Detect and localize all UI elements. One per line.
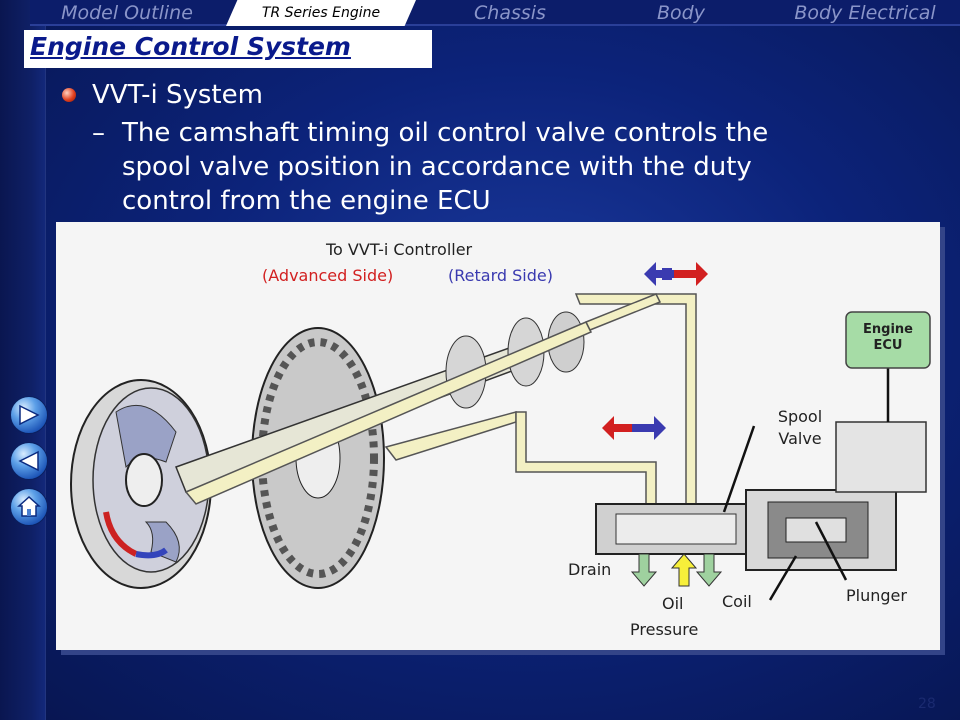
home-button[interactable] [10, 488, 48, 526]
vvti-diagram: To VVT-i Controller (Advanced Side) (Ret… [56, 222, 940, 650]
direction-arrow-top [644, 262, 708, 286]
direction-arrow-mid [602, 416, 666, 440]
tab-body-electrical[interactable]: Body Electrical [770, 0, 960, 26]
to-controller-label: To VVT-i Controller [326, 240, 472, 259]
home-icon [16, 494, 42, 520]
page-number: 28 [918, 696, 936, 712]
next-button[interactable] [10, 396, 48, 434]
tab-model-outline[interactable]: Model Outline [42, 0, 212, 26]
pressure-label: Pressure [630, 620, 698, 639]
advanced-side-label: (Advanced Side) [262, 266, 393, 285]
page-title: Engine Control System [30, 32, 351, 61]
section-heading: VVT-i System [92, 80, 263, 110]
tab-chassis[interactable]: Chassis [430, 0, 590, 26]
bullet-icon [62, 88, 76, 102]
back-arrow-icon [16, 448, 42, 474]
body-line-3: control from the engine ECU [122, 186, 491, 216]
next-arrow-icon [16, 402, 42, 428]
drain-arrow-2 [697, 554, 721, 586]
top-nav: Model Outline TR Series Engine Chassis B… [30, 0, 960, 26]
body-line-2: spool valve position in accordance with … [122, 152, 752, 182]
drain-label: Drain [568, 560, 611, 579]
tab-tr-series-engine[interactable]: TR Series Engine [226, 0, 416, 26]
dash-marker: – [92, 118, 105, 148]
back-button[interactable] [10, 442, 48, 480]
retard-side-label: (Retard Side) [448, 266, 553, 285]
plunger-label: Plunger [846, 586, 907, 605]
oil-pressure-arrow [672, 554, 696, 586]
drain-arrow [632, 554, 656, 586]
body-line-1: The camshaft timing oil control valve co… [122, 118, 768, 148]
tab-body[interactable]: Body [616, 0, 746, 26]
left-side-bar [0, 0, 46, 720]
coil-label: Coil [722, 592, 752, 611]
oil-label: Oil [662, 594, 683, 613]
